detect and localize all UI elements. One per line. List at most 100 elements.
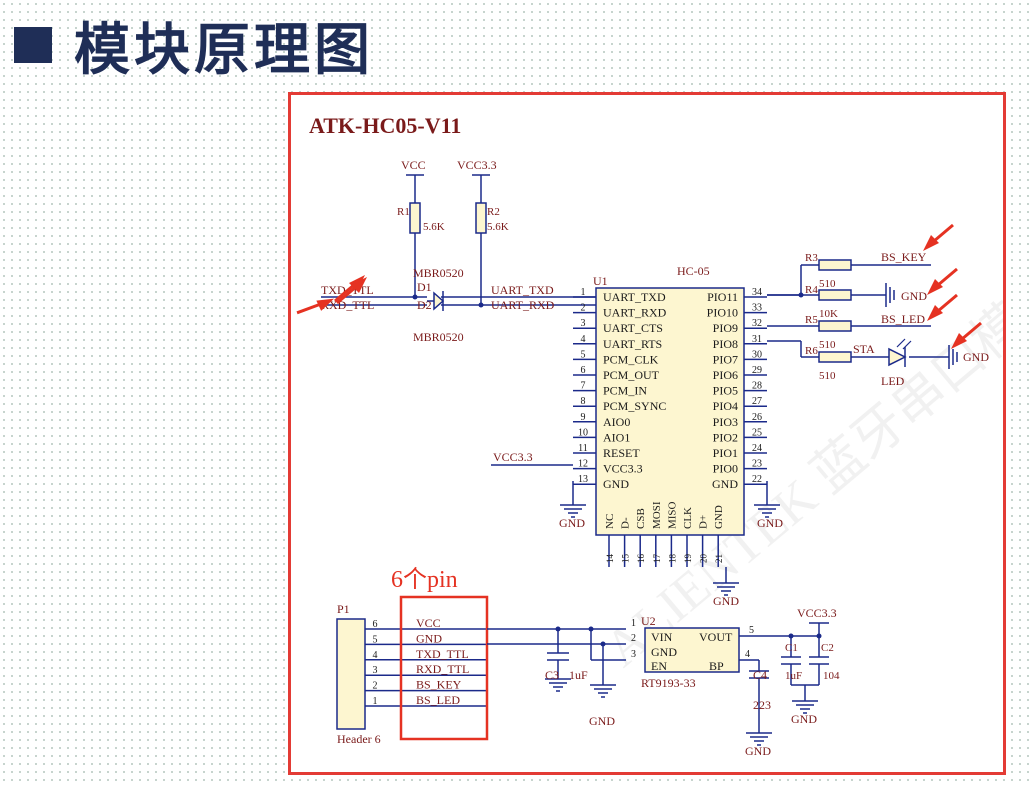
u2-num-2: 2 [631,633,636,644]
u1-pin-number: 33 [752,303,762,314]
u1-pin-number: 18 [667,554,677,564]
u1-pin-name: CSB [635,508,647,529]
p1-part: Header 6 [337,732,381,746]
vcc33-u1-label: VCC3.3 [493,450,533,464]
u2-num-3: 3 [631,649,636,660]
u1-pin-name: PCM_CLK [603,352,659,366]
r4-value: 10K [819,308,838,320]
c4-ref: C4 [753,668,767,682]
u1-pin-name: PIO8 [713,337,738,351]
r4-ref: R4 [805,284,818,296]
u1-pin-number: 22 [752,474,762,485]
u1-pin-name: PIO10 [707,306,738,320]
p1-net-label: BS_LED [416,693,460,707]
title-bullet-icon [14,27,52,63]
u1-pin-number: 27 [752,396,762,407]
r5-value: 510 [819,339,836,351]
u1-pin-name: NC [604,514,616,529]
u1-body [595,287,745,536]
p1-net-label: BS_KEY [416,678,462,692]
p1-ref: P1 [337,602,350,616]
r4-body [818,289,852,301]
vcc33-u2-label: VCC3.3 [797,606,837,620]
u1-pin-number: 26 [752,412,762,423]
u1-right-pins: 34PIO1133PIO1032PIO931PIO830PIO729PIO628… [707,287,767,491]
u1-part: HC-05 [677,264,710,278]
r2-ref: R2 [487,206,500,218]
d1-ref: D1 [417,280,432,294]
u1-pin-name: D+ [698,515,710,529]
annotation-box [399,595,489,741]
u2-num-1: 1 [631,618,636,629]
r5-body [818,320,852,332]
u1-pin-name: AIO1 [603,430,630,444]
p1-pin-number: 6 [373,619,378,630]
u2-ref: U2 [641,614,656,628]
c1-value: 1uF [785,670,802,682]
schematic-diagram: ALIENTEK 蓝牙串口模块 ATK-HC05 ATK-HC05-V11 VC… [295,96,1032,758]
u1-pin-name: UART_TXD [603,290,666,304]
p1-body [336,618,366,730]
led-symbol [888,338,912,367]
u2-pin-gnd: GND [651,645,677,659]
r2-body [475,202,487,234]
u1-pin-name: PIO4 [713,399,738,413]
u1-pin-number: 20 [699,554,709,564]
p1-net-label: RXD_TTL [416,662,469,676]
u1-ref: U1 [593,274,608,288]
c2-value: 104 [823,670,840,682]
u1-pin-name: GND [603,477,629,491]
r3-value: 510 [819,278,836,290]
c2-ref: C2 [821,642,834,654]
u1-pin-number: 29 [752,365,762,376]
u1-pin-name: RESET [603,446,640,460]
u1-pin-number: 19 [683,554,693,564]
u1-pin-number: 14 [605,554,615,564]
p1-pin-number: 1 [373,696,378,707]
u1-pin-number: 17 [652,554,662,564]
net-uart-rxd: UART_RXD [491,298,555,312]
p1-pin-number: 3 [373,665,378,676]
u1-pin-name: PIO11 [707,290,738,304]
u1-pin-number: 31 [752,334,762,345]
u1-pin-number: 12 [578,459,588,470]
board-title: ATK-HC05-V11 [309,113,461,138]
u1-gnd-bottom-label: GND [713,594,739,608]
u2-gnd-label: GND [589,714,615,728]
u1-pin-name: PCM_SYNC [603,399,666,413]
u1-pin-number: 9 [581,412,586,423]
u1-pin-name: PIO5 [713,384,738,398]
u1-pin-name: PIO7 [713,352,738,366]
u1-pin-name: MISO [666,501,678,529]
net-sta: STA [853,342,875,356]
u1-pin-name: PIO3 [713,415,738,429]
u1-pin-name: VCC3.3 [603,462,643,476]
u1-pin-number: 5 [581,349,586,360]
schematic-frame: ALIENTEK 蓝牙串口模块 ATK-HC05 ATK-HC05-V11 VC… [288,92,1032,775]
p1-net-label: VCC [416,616,441,630]
u1-pin-name: D- [620,517,632,529]
diode-symbol [427,291,445,311]
u1-pin-number: 32 [752,318,762,329]
u1-gnd-left-label: GND [559,516,585,530]
u2-pin-vout: VOUT [699,630,733,644]
u1-pin-number: 28 [752,381,762,392]
diode-part-top: MBR0520 [413,266,464,280]
u1-pin-name: AIO0 [603,415,630,429]
u1-pin-number: 4 [581,334,586,345]
net-uart-txd: UART_TXD [491,283,554,297]
u1-pin-number: 6 [581,365,586,376]
u1-pin-name: UART_RTS [603,337,662,351]
u1-pin-number: 16 [636,554,646,564]
u1-pin-number: 7 [581,381,586,392]
u1-pin-name: PIO0 [713,462,738,476]
c1-ref: C1 [785,642,798,654]
vcc33-top-label: VCC3.3 [457,158,497,172]
u1-pin-name: PIO2 [713,430,738,444]
u1-gnd-right-label: GND [757,516,783,530]
net-gnd-led: GND [963,350,989,364]
u2-part: RT9193-33 [641,676,696,690]
